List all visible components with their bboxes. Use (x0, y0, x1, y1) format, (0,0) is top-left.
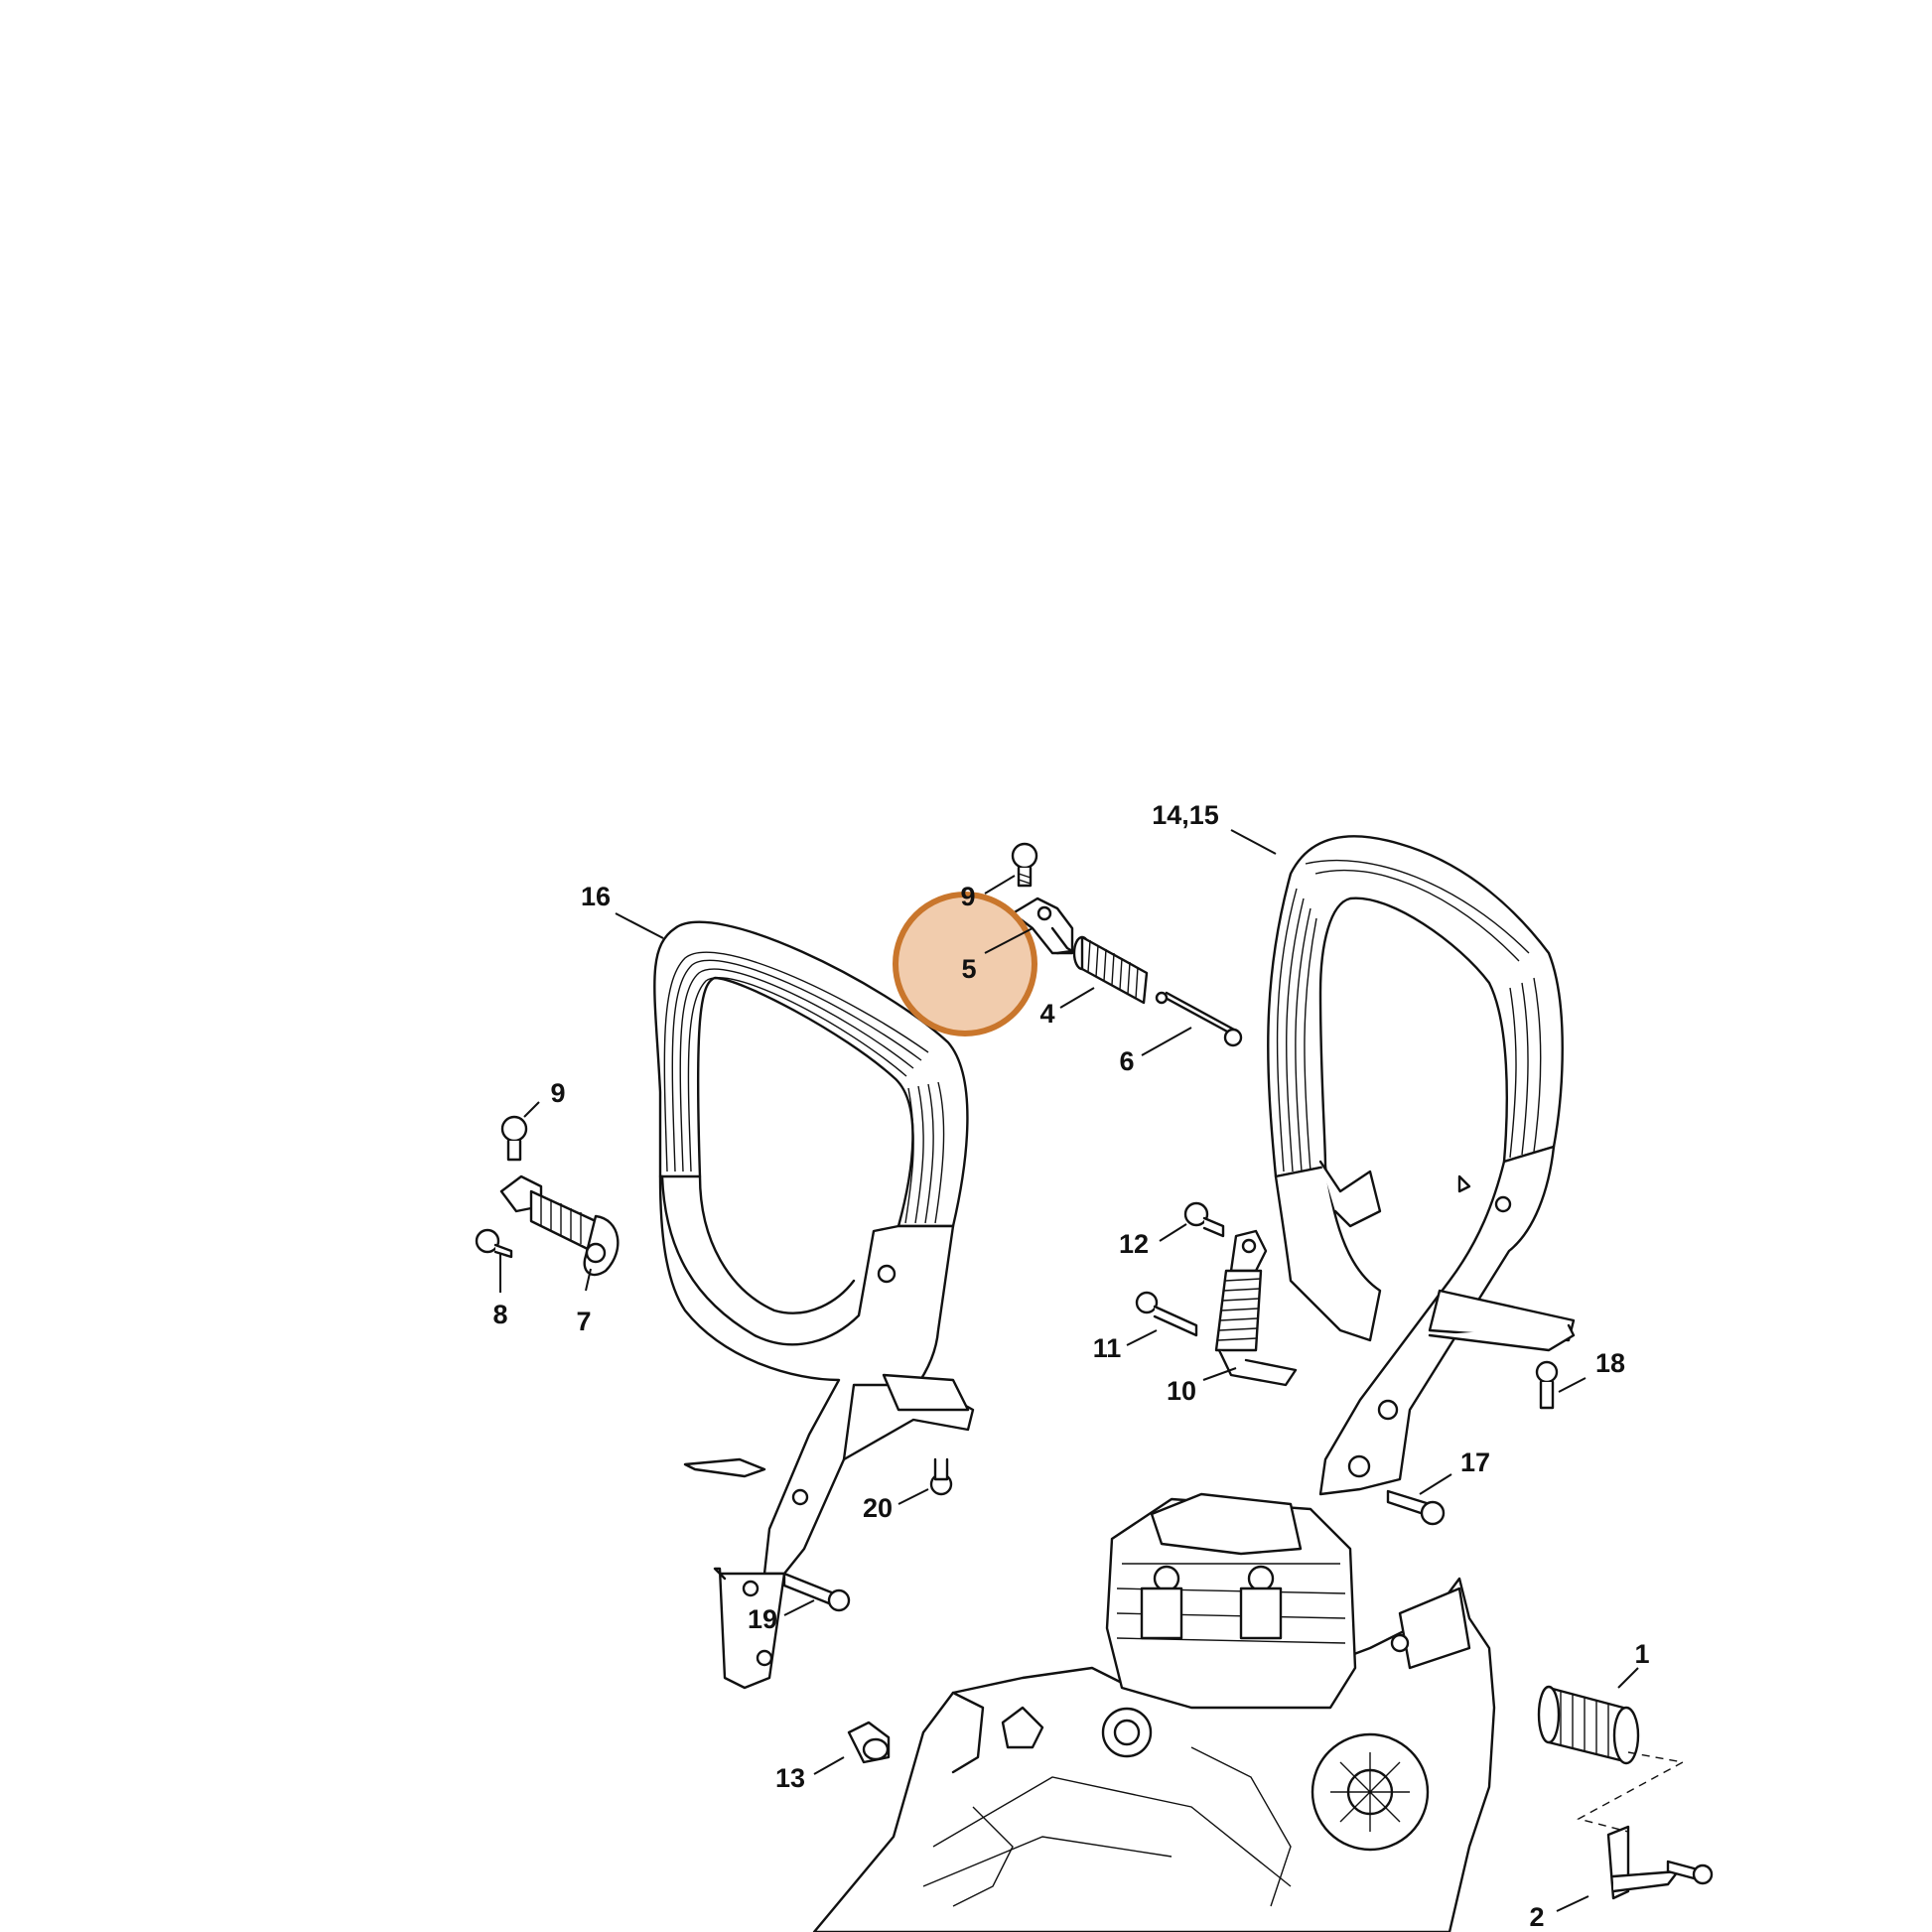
spring-7 (499, 1174, 620, 1277)
screw-8 (475, 1228, 513, 1259)
callout-9-top[interactable]: 9 (960, 882, 975, 911)
callout-19[interactable]: 19 (748, 1604, 777, 1634)
screw-9-top (1011, 842, 1038, 888)
callout-5[interactable]: 5 (961, 954, 976, 984)
bracket-5 (1011, 897, 1074, 955)
screw-12 (1183, 1201, 1225, 1238)
leader-lines (499, 829, 1639, 1912)
buffer-1 (1537, 1685, 1640, 1765)
spring-10 (1214, 1229, 1298, 1387)
screw-17 (1386, 1489, 1446, 1526)
callout-2[interactable]: 2 (1529, 1902, 1544, 1932)
callout-9-left[interactable]: 9 (550, 1078, 565, 1108)
callout-18[interactable]: 18 (1595, 1348, 1625, 1378)
callout-20[interactable]: 20 (863, 1493, 893, 1523)
screw-19 (782, 1572, 851, 1612)
small-parts (475, 842, 1714, 1900)
screw-11 (1135, 1291, 1198, 1337)
clip-2 (1606, 1825, 1714, 1900)
callout-11[interactable]: 11 (1093, 1333, 1122, 1363)
callout-4[interactable]: 4 (1039, 999, 1054, 1029)
callout-16[interactable]: 16 (581, 882, 611, 911)
callout-7[interactable]: 7 (576, 1307, 591, 1336)
callout-labels: 16 14,15 9 5 4 6 9 8 7 12 11 10 18 17 20… (492, 800, 1649, 1932)
callout-8[interactable]: 8 (492, 1300, 507, 1329)
callout-6[interactable]: 6 (1119, 1046, 1134, 1076)
callout-14-15[interactable]: 14,15 (1152, 800, 1219, 830)
callout-13[interactable]: 13 (775, 1763, 805, 1793)
bushing-13 (847, 1721, 891, 1764)
spring-4 (1072, 935, 1149, 1005)
screw-9-left (500, 1115, 528, 1162)
callout-12[interactable]: 12 (1119, 1229, 1149, 1259)
screw-18 (1535, 1360, 1559, 1410)
callout-1[interactable]: 1 (1634, 1639, 1649, 1669)
handlebar-right (1267, 835, 1576, 1496)
handlebar-left (653, 920, 975, 1690)
screw-20 (929, 1457, 953, 1496)
callout-10[interactable]: 10 (1167, 1376, 1196, 1406)
callout-17[interactable]: 17 (1460, 1448, 1490, 1477)
engine-body (812, 1492, 1496, 1932)
pin-6 (1155, 991, 1243, 1047)
highlight-marker[interactable] (893, 892, 1037, 1036)
